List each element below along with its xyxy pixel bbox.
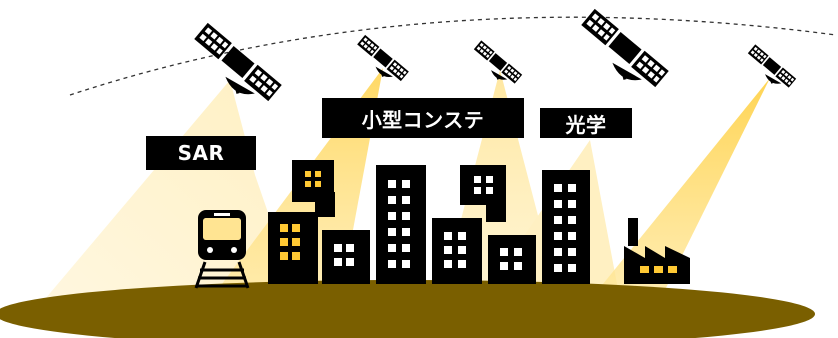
building-icon: [460, 165, 506, 222]
train-icon: [194, 210, 250, 289]
ground: [0, 280, 815, 338]
building-icon: [376, 165, 426, 284]
satellite-icon: [746, 43, 798, 89]
satellite-icon: [192, 21, 284, 103]
satellite-icon: [579, 7, 671, 89]
constellation-label: 小型コンステ: [322, 98, 524, 138]
satellite-icon: [356, 33, 410, 83]
optical-label: 光学: [540, 108, 632, 138]
sar-label: SAR: [146, 136, 256, 170]
satellite-icon: [472, 39, 524, 85]
building-icon: [292, 160, 335, 217]
building-icon: [432, 218, 482, 284]
building-icon: [542, 170, 590, 284]
building-icon: [322, 230, 370, 284]
building-icon: [268, 212, 318, 284]
building-icon: [488, 235, 536, 284]
factory-icon: [624, 218, 690, 284]
orbit-line: [69, 16, 837, 96]
